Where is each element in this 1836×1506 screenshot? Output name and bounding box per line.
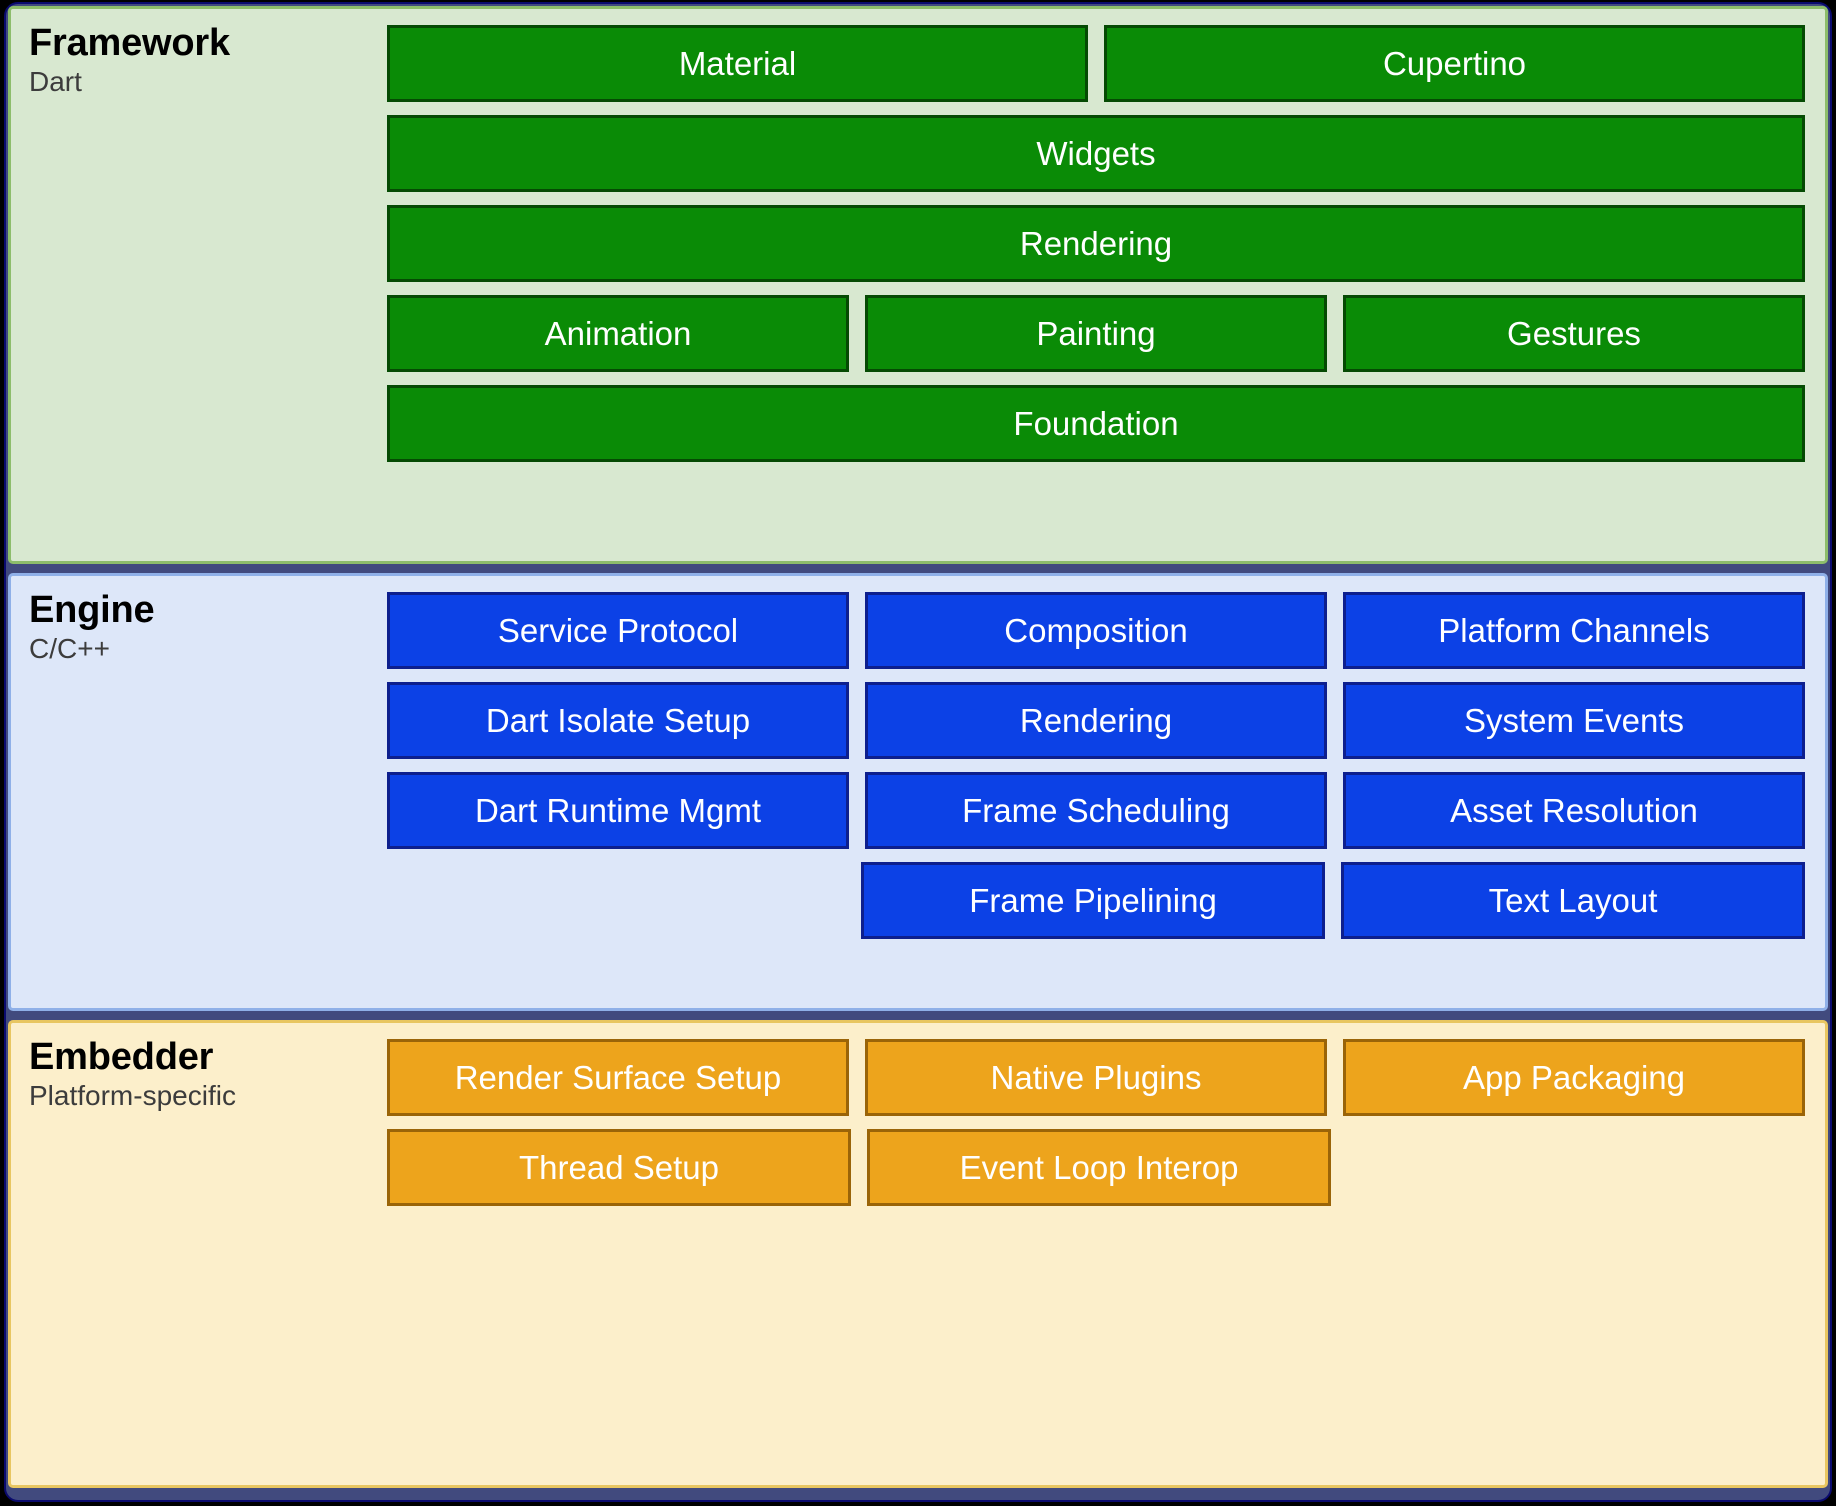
layer-box-event-loop-interop[interactable]: Event Loop Interop	[867, 1129, 1331, 1206]
layer-box-rendering[interactable]: Rendering	[865, 682, 1327, 759]
layer-box-gestures[interactable]: Gestures	[1343, 295, 1805, 372]
layer-box-foundation[interactable]: Foundation	[387, 385, 1805, 462]
layer-box-thread-setup[interactable]: Thread Setup	[387, 1129, 851, 1206]
layer-box-spacer	[1347, 1129, 1805, 1206]
layer-row: Rendering	[387, 205, 1805, 282]
layer-box-material[interactable]: Material	[387, 25, 1088, 102]
layer-box-painting[interactable]: Painting	[865, 295, 1327, 372]
layer-box-rendering[interactable]: Rendering	[387, 205, 1805, 282]
layer-box-animation[interactable]: Animation	[387, 295, 849, 372]
layer-box-platform-channels[interactable]: Platform Channels	[1343, 592, 1805, 669]
layer-subtitle-engine: C/C++	[29, 633, 110, 665]
layer-subtitle-embedder: Platform-specific	[29, 1080, 236, 1112]
layer-box-system-events[interactable]: System Events	[1343, 682, 1805, 759]
layer-title-framework: Framework	[29, 22, 230, 64]
layer-box-frame-pipelining[interactable]: Frame Pipelining	[861, 862, 1325, 939]
layer-box-native-plugins[interactable]: Native Plugins	[865, 1039, 1327, 1116]
layer-box-asset-resolution[interactable]: Asset Resolution	[1343, 772, 1805, 849]
layer-box-service-protocol[interactable]: Service Protocol	[387, 592, 849, 669]
layer-box-app-packaging[interactable]: App Packaging	[1343, 1039, 1805, 1116]
layer-box-spacer	[387, 862, 845, 939]
layer-box-text-layout[interactable]: Text Layout	[1341, 862, 1805, 939]
layer-row: Widgets	[387, 115, 1805, 192]
layer-box-frame-scheduling[interactable]: Frame Scheduling	[865, 772, 1327, 849]
layer-row: Foundation	[387, 385, 1805, 462]
layer-title-embedder: Embedder	[29, 1036, 214, 1078]
layer-title-engine: Engine	[29, 589, 155, 631]
layer-box-render-surface-setup[interactable]: Render Surface Setup	[387, 1039, 849, 1116]
layer-box-dart-isolate-setup[interactable]: Dart Isolate Setup	[387, 682, 849, 759]
layer-box-composition[interactable]: Composition	[865, 592, 1327, 669]
layer-subtitle-framework: Dart	[29, 66, 82, 98]
layer-box-cupertino[interactable]: Cupertino	[1104, 25, 1805, 102]
layer-box-dart-runtime-mgmt[interactable]: Dart Runtime Mgmt	[387, 772, 849, 849]
layer-box-widgets[interactable]: Widgets	[387, 115, 1805, 192]
